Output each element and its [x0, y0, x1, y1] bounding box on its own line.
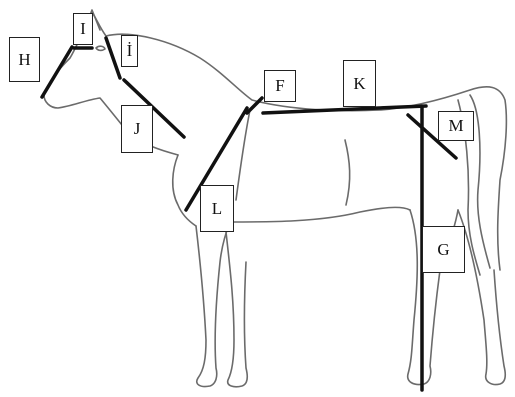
label-K: K	[343, 60, 376, 107]
label-M: M	[438, 111, 474, 141]
horse-outline	[44, 10, 506, 387]
measure-line-H	[42, 47, 72, 97]
measurement-lines	[42, 38, 456, 390]
label-I: I	[73, 13, 93, 45]
label-L: L	[200, 185, 234, 232]
label-F: F	[264, 70, 296, 102]
label-J: J	[121, 105, 153, 153]
label-G: G	[422, 226, 465, 273]
measure-line-I-dot	[106, 38, 120, 78]
label-I-dot: İ	[121, 35, 138, 67]
label-H: H	[9, 37, 40, 82]
